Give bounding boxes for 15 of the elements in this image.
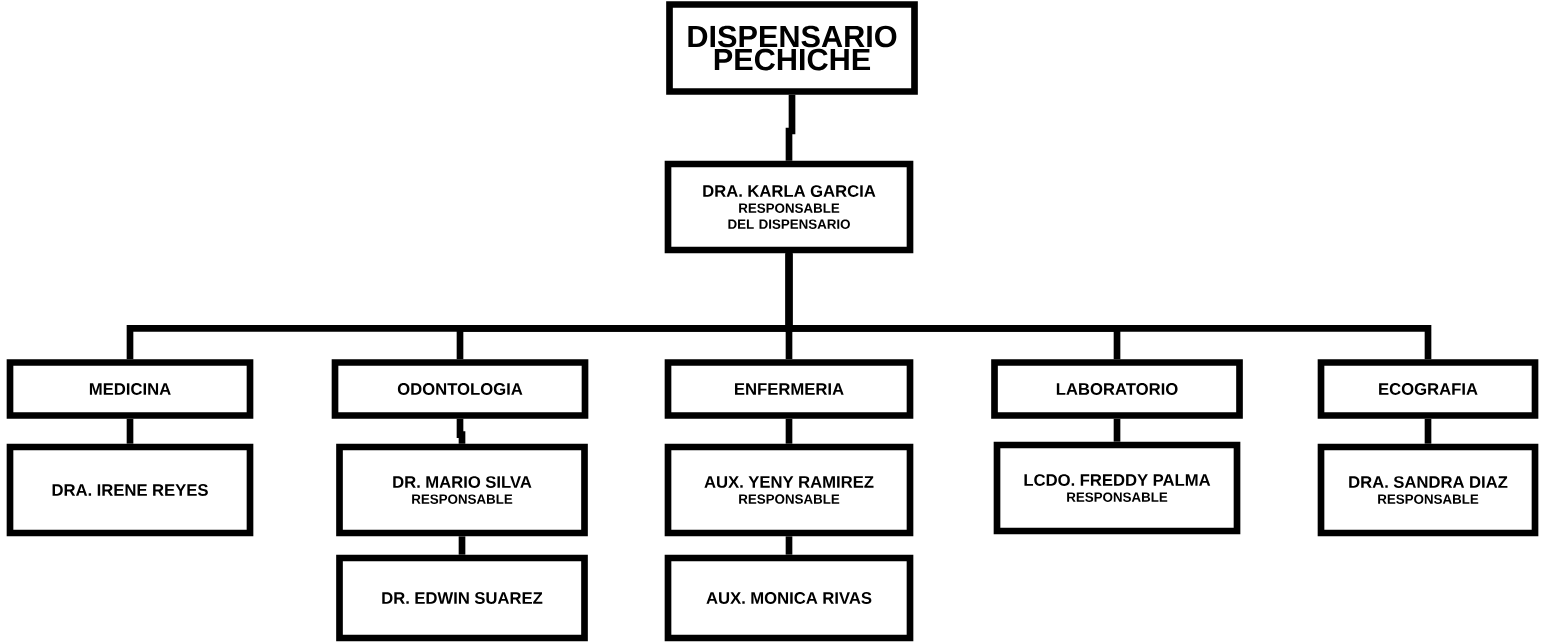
connector-line: [785, 253, 1432, 360]
org-box: DR. MARIO SILVA RESPONSABLE: [336, 443, 588, 537]
org-box: AUX. MONICA RIVAS: [664, 554, 914, 642]
org-box: DRA. KARLA GARCIA RESPONSABLE DEL DISPENSARIO: [664, 160, 914, 254]
org-box: LCDO. FREDDY PALMA RESPONSABLE: [993, 441, 1241, 535]
org-box: ECOGRAFIA: [1317, 359, 1539, 419]
org-box: MEDICINA: [6, 359, 254, 419]
org-box: DRA. SANDRA DIAZ RESPONSABLE: [1317, 443, 1539, 537]
org-box: DR. EDWIN SUAREZ: [336, 554, 588, 642]
org-box: DRA. IRENE REYES: [6, 443, 254, 537]
org-box: DISPENSARIO PECHICHE: [666, 1, 918, 95]
org-box: ODONTOLOGIA: [331, 359, 589, 419]
org-box: AUX. YENY RAMIREZ RESPONSABLE: [664, 443, 914, 537]
org-box: LABORATORIO: [991, 359, 1243, 419]
org-box: ENFERMERIA: [664, 359, 914, 419]
